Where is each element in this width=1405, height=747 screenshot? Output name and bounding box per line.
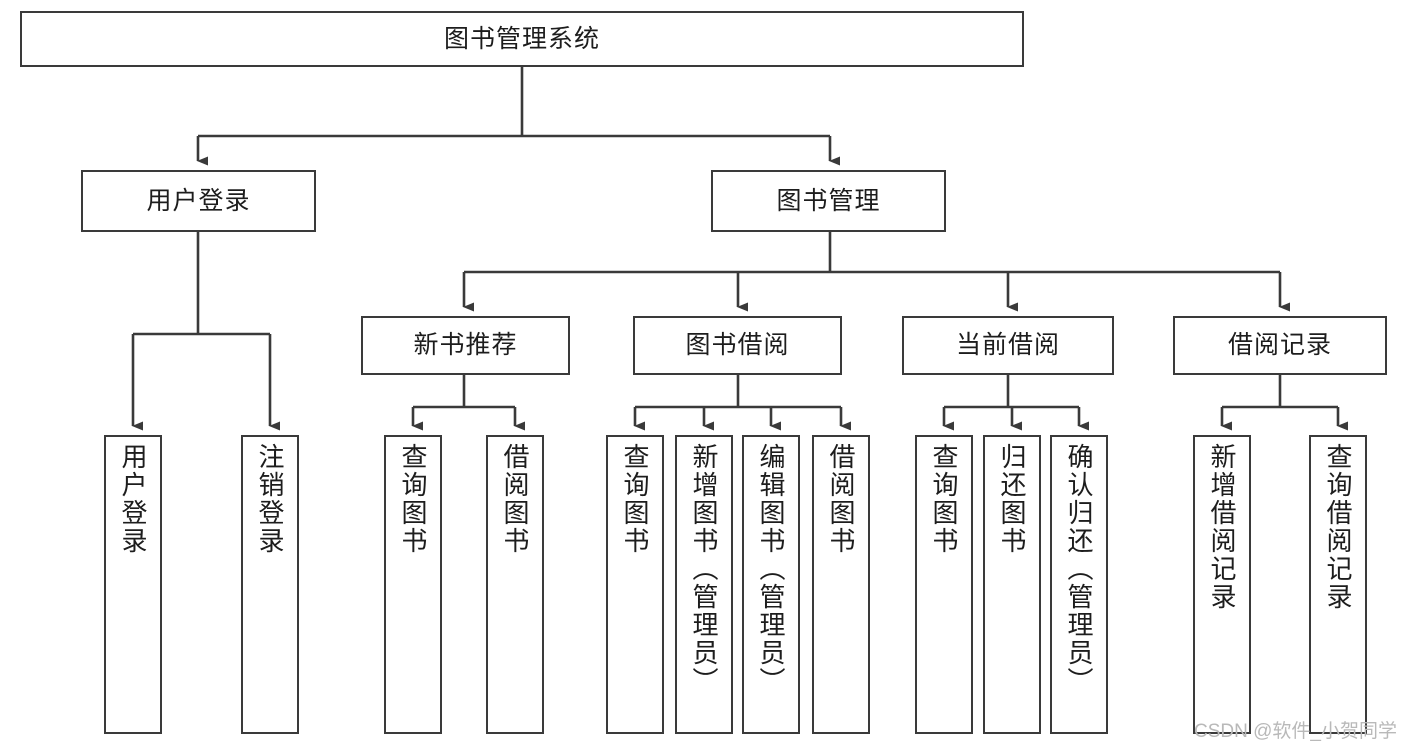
node-label: 借阅记录 bbox=[1227, 331, 1332, 360]
leaf-borrow-query-book[interactable]: 查询图书 bbox=[606, 435, 664, 734]
leaf-add-book-admin[interactable]: 新增图书（管理员） bbox=[675, 435, 733, 734]
node-book-manage[interactable]: 图书管理 bbox=[711, 170, 946, 232]
node-label: 归还图书 bbox=[997, 443, 1027, 555]
node-label: 查询借阅记录 bbox=[1323, 443, 1353, 611]
node-label: 编辑图书（管理员） bbox=[756, 443, 786, 695]
node-label: 图书管理系统 bbox=[443, 24, 600, 53]
node-label: 图书管理 bbox=[776, 186, 881, 215]
node-label: 确认归还（管理员） bbox=[1064, 443, 1094, 695]
node-user-login[interactable]: 用户登录 bbox=[81, 170, 316, 232]
node-book-borrow[interactable]: 图书借阅 bbox=[633, 316, 842, 375]
node-borrow-record[interactable]: 借阅记录 bbox=[1173, 316, 1387, 375]
node-label: 新增图书（管理员） bbox=[689, 443, 719, 695]
node-label: 用户登录 bbox=[146, 186, 251, 215]
node-root-system[interactable]: 图书管理系统 bbox=[20, 11, 1024, 67]
leaf-borrow-book[interactable]: 借阅图书 bbox=[812, 435, 870, 734]
leaf-recommend-borrow-book[interactable]: 借阅图书 bbox=[486, 435, 544, 734]
leaf-recommend-query-book[interactable]: 查询图书 bbox=[384, 435, 442, 734]
leaf-query-borrow-record[interactable]: 查询借阅记录 bbox=[1309, 435, 1367, 734]
leaf-edit-book-admin[interactable]: 编辑图书（管理员） bbox=[742, 435, 800, 734]
node-current-borrow[interactable]: 当前借阅 bbox=[902, 316, 1114, 375]
node-label: 用户登录 bbox=[118, 443, 148, 555]
leaf-logout[interactable]: 注销登录 bbox=[241, 435, 299, 734]
node-label: 借阅图书 bbox=[500, 443, 530, 555]
leaf-add-borrow-record[interactable]: 新增借阅记录 bbox=[1193, 435, 1251, 734]
node-label: 图书借阅 bbox=[685, 331, 790, 360]
node-label: 查询图书 bbox=[398, 443, 428, 555]
leaf-return-book[interactable]: 归还图书 bbox=[983, 435, 1041, 734]
leaf-confirm-return-admin[interactable]: 确认归还（管理员） bbox=[1050, 435, 1108, 734]
node-label: 注销登录 bbox=[255, 443, 285, 555]
node-label: 查询图书 bbox=[929, 443, 959, 555]
node-new-book-recommend[interactable]: 新书推荐 bbox=[361, 316, 570, 375]
node-label: 查询图书 bbox=[620, 443, 650, 555]
node-label: 新增借阅记录 bbox=[1207, 443, 1237, 611]
leaf-user-login[interactable]: 用户登录 bbox=[104, 435, 162, 734]
leaf-current-query-book[interactable]: 查询图书 bbox=[915, 435, 973, 734]
node-label: 借阅图书 bbox=[826, 443, 856, 555]
node-label: 当前借阅 bbox=[955, 331, 1060, 360]
node-label: 新书推荐 bbox=[413, 331, 518, 360]
